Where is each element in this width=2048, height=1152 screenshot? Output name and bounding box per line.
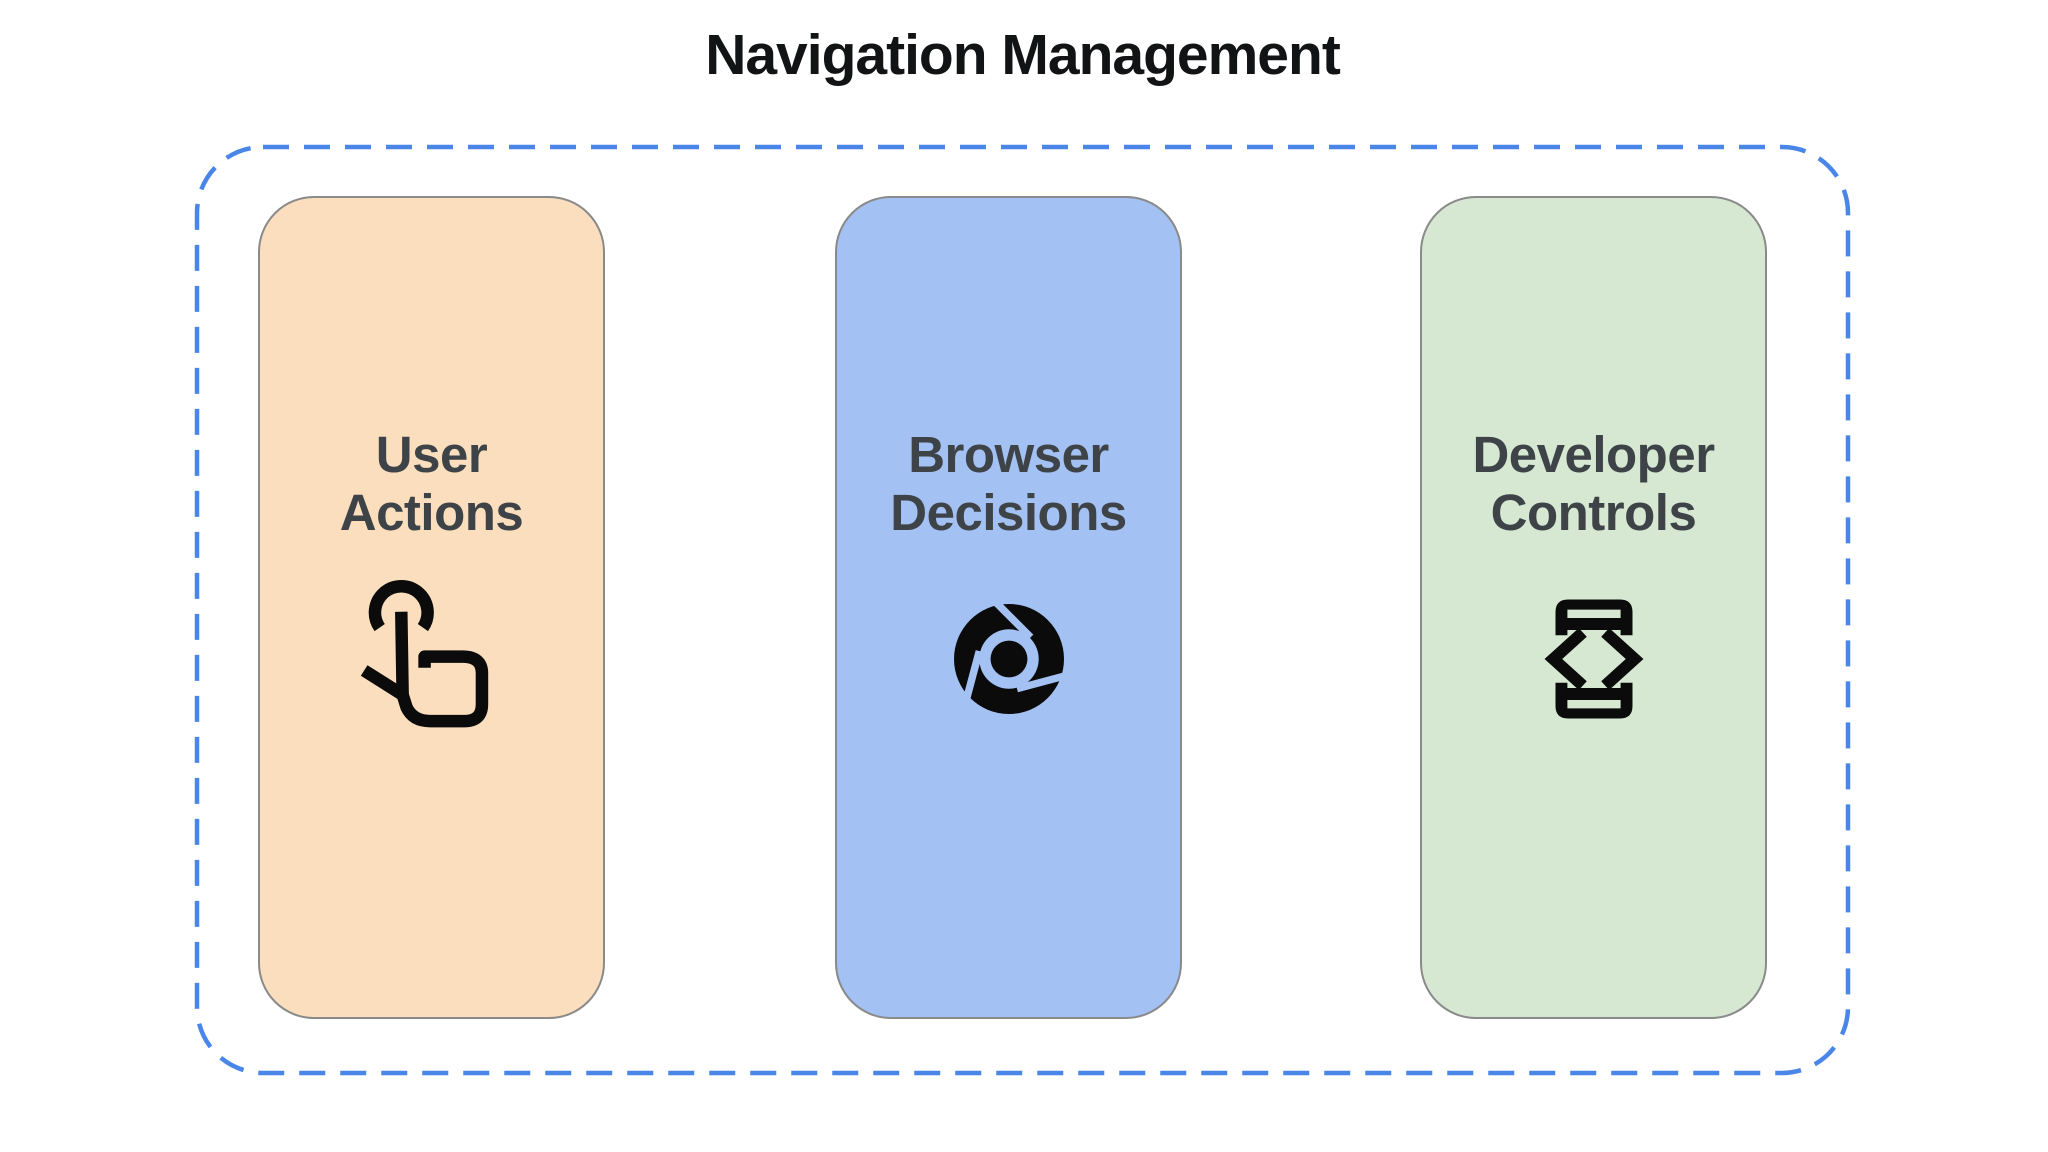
card-label: User Actions: [339, 426, 524, 541]
card-label: Browser Decisions: [890, 426, 1127, 541]
card-developer-controls: Developer Controls: [1420, 196, 1767, 1019]
card-user-actions: User Actions: [258, 196, 605, 1019]
card-browser-decisions: Browser Decisions: [835, 196, 1182, 1019]
developer-mode-icon: [1544, 599, 1643, 719]
diagram-title: Navigation Management: [705, 23, 1341, 87]
dashed-rect: [194, 144, 1851, 1076]
tap-gesture-icon: [360, 580, 488, 728]
card-label: Developer Controls: [1472, 426, 1715, 541]
chrome-icon: [953, 597, 1069, 714]
